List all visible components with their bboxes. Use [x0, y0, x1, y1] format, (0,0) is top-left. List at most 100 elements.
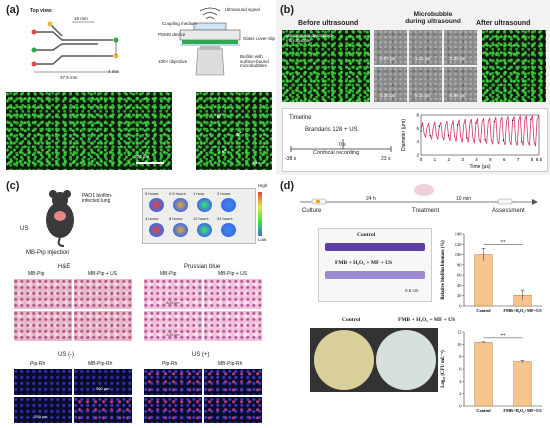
lung-heatmap — [149, 223, 164, 237]
fmb-stain-strip — [325, 271, 425, 279]
fluo-pip-rh-usplus-top — [144, 369, 202, 395]
dimension-37-5mm: 37.5 mm — [60, 75, 78, 80]
data-point — [420, 130, 422, 132]
biodistribution-cell: 8 hours — [169, 216, 192, 240]
t-start-label: -38 s — [285, 156, 297, 162]
fluo-mb-pip-rh-usplus-bottom — [204, 397, 262, 423]
y-tick-label: 2 — [459, 391, 461, 396]
fluo-pip-rh-usminus-top — [14, 369, 72, 395]
x-tick-label: 2 — [448, 157, 451, 162]
workflow-diagram — [300, 184, 538, 205]
fmb-plate — [376, 330, 436, 390]
infected-lung-label: PAO1 biofilm-infected lung — [82, 193, 113, 204]
timeline-box: Timeline Brandaris 128 + US 0 s Confocal… — [282, 108, 548, 172]
lung-heatmap — [197, 198, 212, 212]
biofilm-microbubble-image: ↙ ↙ ↙ 5μm — [196, 92, 272, 170]
confocal-label: Confocal recording — [313, 150, 360, 156]
he-mb-pip-bottom — [14, 311, 72, 341]
scale-500um-pb: 500 μm — [166, 300, 180, 305]
biodistribution-cell: 4 hours — [145, 216, 168, 240]
x-tick-label: 3 — [461, 157, 464, 162]
category-label: Control — [476, 408, 491, 413]
bar — [474, 342, 493, 407]
y-tick-label: 140 — [455, 232, 463, 237]
us-label: US — [20, 226, 29, 232]
data-point — [484, 138, 486, 141]
y-axis-label: Log₁₀ (CFU mL⁻¹) — [440, 350, 446, 388]
data-point — [530, 118, 532, 121]
category-label: FMB+H₂O₂+MF+US — [503, 308, 542, 313]
data-point — [456, 124, 459, 126]
y-tick-label: 0 — [459, 404, 462, 409]
significance-label: ** — [501, 240, 507, 245]
data-point — [475, 122, 477, 124]
y-tick-label: 6 — [416, 126, 419, 131]
time-point-label: 1 hour — [193, 191, 205, 196]
data-point — [493, 120, 495, 123]
biodistribution-cell: 1 hour — [193, 191, 216, 215]
y-axis-label: Diameter (μm) — [401, 119, 407, 151]
panel-b-label: (b) — [280, 4, 295, 16]
category-label: FMB+H₂O₂+MF+US — [503, 408, 542, 413]
ultrasound-signal-label: Ultrasound signal — [225, 7, 260, 12]
y-tick-label: 120 — [455, 242, 463, 247]
during-ultrasound-label: Microbubble during ultrasound — [405, 11, 461, 25]
biofilm-3d-image: 200 μm — [6, 92, 172, 170]
t-end-label: 23 s — [381, 156, 391, 162]
time-point-label: 2 hours — [217, 191, 231, 196]
time-point-label: 8 hours — [169, 216, 183, 221]
biodistribution-cell: 12 hours — [193, 216, 216, 240]
he-mb-pip-top — [14, 279, 72, 309]
plates-panel — [310, 328, 438, 392]
control-plate — [314, 330, 374, 390]
frame-6: 5.85 μs — [444, 67, 477, 102]
mb-pip-rh-label-2: MB-Pip-Rh — [218, 361, 243, 367]
data-point — [466, 136, 468, 139]
data-point — [447, 134, 450, 137]
y-tick-label: 40 — [457, 283, 462, 288]
mb-pip-us-he-label: MB-Pip + US — [88, 271, 118, 277]
fmb-stain-label: FMB + H₂O₂ + MF + US — [335, 260, 393, 266]
frame-3: 2.22 μs — [444, 30, 477, 65]
diameter-series-line — [420, 115, 539, 147]
data-point — [521, 140, 523, 143]
x-tick-label: 8 — [531, 157, 534, 162]
data-point — [502, 139, 505, 142]
us-plus-header: US (+) — [192, 352, 210, 358]
plot-frame — [420, 114, 540, 156]
panel-a-label: (a) — [6, 4, 20, 16]
fluo-mb-pip-rh-usminus-bottom — [74, 397, 132, 423]
frame-1: 0.07 μs — [374, 30, 407, 65]
data-point — [429, 134, 431, 137]
dimension-16mm: 16 mm — [74, 16, 88, 21]
he-mb-pip-us-bottom — [74, 311, 132, 341]
y-tick-label: 60 — [457, 273, 462, 278]
plate-fmb-label: FMB + H₂O₂ + MF + US — [398, 317, 456, 323]
frame-5: 5.11 μs — [409, 67, 442, 102]
x-tick-label: 4 — [475, 157, 478, 162]
x-tick-label: 6 — [503, 157, 506, 162]
before-ultrasound-label: Before ultrasound — [298, 20, 359, 27]
prussian-header: Prussian blue — [184, 264, 221, 270]
y-tick-label: 8 — [416, 113, 419, 118]
lung-heatmap — [173, 223, 188, 237]
y-tick-label: 4 — [416, 139, 419, 144]
microfluidic-chip-diagram — [31, 21, 119, 73]
microbubble-frames: 0.07 μs 1.41 μs 2.22 μs 3.30 μs 5.11 μs … — [374, 30, 478, 102]
ultrasound-setup-diagram — [179, 7, 241, 76]
control-stain-strip — [325, 243, 425, 251]
mb-pip-he-label: MB-Pip — [28, 271, 45, 277]
x-tick-label: 1 — [434, 157, 437, 162]
before-ultrasound-image: Vancomycin-decorated microbubble — [282, 30, 370, 102]
panel-a: (a) Top view: 16 mm 4 mm 37.5 mm Ultraso… — [0, 0, 275, 175]
scale-200um: 200 μm — [134, 154, 150, 159]
low-label: Low — [258, 237, 267, 242]
panel-d-label: (d) — [280, 180, 295, 192]
timeline-label: Timeline — [289, 115, 312, 121]
pb-mb-pip-us-bottom — [204, 311, 262, 341]
